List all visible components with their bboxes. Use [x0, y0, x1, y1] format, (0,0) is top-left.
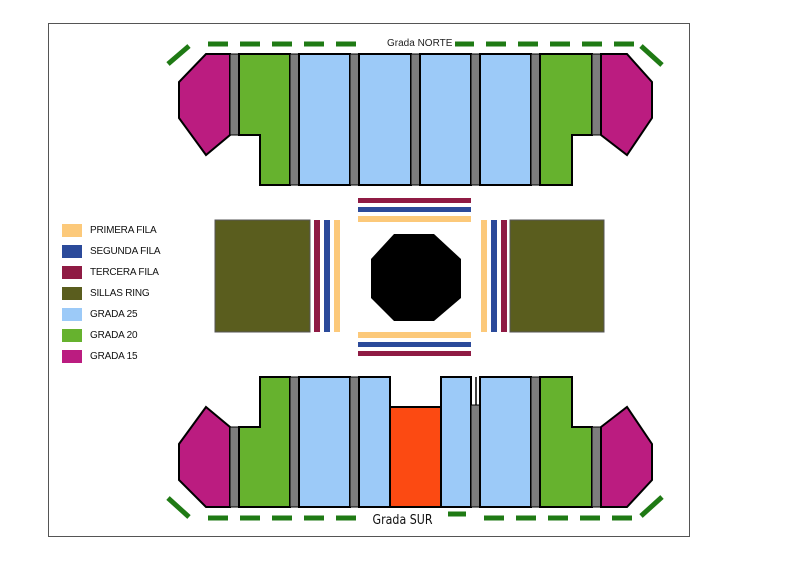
south-grada25-block[interactable]	[440, 376, 472, 508]
first-row-bottom[interactable]	[358, 332, 471, 338]
first-row-left[interactable]	[334, 220, 340, 332]
legend-item-primera-fila: PRIMERA FILA	[62, 220, 160, 241]
venue-frame	[48, 23, 690, 537]
legend-swatch	[62, 329, 82, 342]
north-divider	[470, 53, 481, 186]
legend-label: GRADA 15	[90, 351, 138, 362]
legend-label: TERCERA FILA	[90, 267, 159, 278]
legend-label: GRADA 20	[90, 330, 138, 341]
north-divider	[410, 53, 421, 186]
legend-label: SILLAS RING	[90, 288, 150, 299]
south-grada20-left[interactable]	[238, 376, 291, 508]
legend-label: PRIMERA FILA	[90, 225, 157, 236]
legend-item-tercera-fila: TERCERA FILA	[62, 262, 160, 283]
south-grada25-block[interactable]	[358, 376, 391, 508]
legend-swatch	[62, 266, 82, 279]
south-grada20-right[interactable]	[539, 376, 593, 508]
first-row-right[interactable]	[481, 220, 487, 332]
north-grada15-right[interactable]	[600, 53, 653, 157]
legend-swatch	[62, 350, 82, 363]
legend-swatch	[62, 287, 82, 300]
ringside-seats-left[interactable]	[214, 219, 311, 333]
legend-item-sillas-ring: SILLAS RING	[62, 283, 160, 304]
south-stand	[178, 376, 653, 508]
south-grada15-left[interactable]	[178, 405, 231, 508]
north-grada25-block[interactable]	[419, 53, 472, 186]
north-divider	[289, 53, 300, 186]
north-stand	[178, 53, 653, 186]
north-divider	[349, 53, 360, 186]
south-divider	[470, 404, 481, 508]
second-row-top[interactable]	[358, 207, 471, 212]
south-grada25-block[interactable]	[298, 376, 351, 508]
south-stand-label: Grada SUR	[370, 513, 436, 528]
legend-item-grada-15: GRADA 15	[62, 346, 160, 367]
south-highlight-block[interactable]	[389, 406, 442, 508]
north-dashes	[166, 41, 664, 67]
second-row-left[interactable]	[324, 220, 330, 332]
first-row-top[interactable]	[358, 216, 471, 222]
north-divider	[530, 53, 541, 186]
legend-item-grada-25: GRADA 25	[62, 304, 160, 325]
south-divider	[591, 426, 602, 508]
legend-item-segunda-fila: SEGUNDA FILA	[62, 241, 161, 262]
north-grada25-block[interactable]	[298, 53, 351, 186]
legend-swatch	[62, 245, 82, 258]
legend-swatch	[62, 308, 82, 321]
south-divider	[349, 376, 360, 508]
legend-item-grada-20: GRADA 20	[62, 325, 160, 346]
south-dashes	[166, 495, 664, 521]
north-grada20-left[interactable]	[238, 53, 291, 186]
north-divider	[229, 53, 240, 136]
north-grada25-block[interactable]	[479, 53, 532, 186]
south-divider	[229, 426, 240, 508]
boxing-ring	[371, 234, 461, 321]
south-divider	[530, 376, 541, 508]
legend-swatch	[62, 224, 82, 237]
south-grada25-block[interactable]	[479, 376, 532, 508]
legend-label: GRADA 25	[90, 309, 138, 320]
legend: PRIMERA FILA SEGUNDA FILA TERCERA FILA S…	[62, 220, 161, 367]
ring-area	[214, 198, 605, 356]
third-row-left[interactable]	[314, 220, 320, 332]
north-stand-label: Grada NORTE	[384, 38, 456, 50]
ringside-seats-right[interactable]	[509, 219, 605, 333]
third-row-right[interactable]	[501, 220, 507, 332]
north-grada15-left[interactable]	[178, 53, 231, 157]
north-grada25-block[interactable]	[358, 53, 412, 186]
legend-label: SEGUNDA FILA	[90, 246, 161, 257]
second-row-right[interactable]	[491, 220, 497, 332]
south-divider	[289, 376, 300, 508]
third-row-top[interactable]	[358, 198, 471, 203]
north-grada20-right[interactable]	[539, 53, 593, 186]
second-row-bottom[interactable]	[358, 342, 471, 347]
south-grada15-right[interactable]	[600, 405, 653, 508]
third-row-bottom[interactable]	[358, 351, 471, 356]
north-divider	[591, 53, 602, 136]
